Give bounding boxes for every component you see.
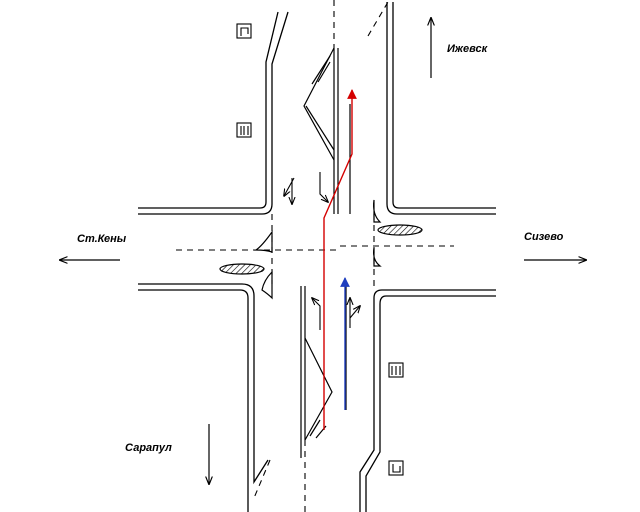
label-north: Ижевск bbox=[447, 43, 489, 55]
lane-signs bbox=[236, 23, 404, 476]
label-south: Сарапул bbox=[125, 442, 172, 454]
label-west: Ст.Кены bbox=[77, 233, 127, 245]
label-east: Сизево bbox=[524, 231, 564, 243]
hatched-islands bbox=[219, 224, 423, 275]
north-island bbox=[303, 47, 351, 214]
route-red bbox=[323, 89, 357, 430]
lane-arrow-icon bbox=[349, 306, 360, 319]
island-west bbox=[219, 263, 265, 275]
corner-islands bbox=[254, 199, 382, 300]
lane-direction-sign-icon bbox=[236, 23, 252, 39]
lane-arrows bbox=[284, 172, 360, 330]
lane-arrow-icon bbox=[312, 298, 321, 330]
lane-direction-sign-icon bbox=[388, 362, 404, 378]
lane-direction-sign-icon bbox=[236, 122, 252, 138]
lane-direction-sign-icon bbox=[388, 460, 404, 476]
lane-arrow-icon bbox=[319, 172, 328, 202]
island-east bbox=[377, 224, 423, 236]
lane-arrow-icon bbox=[284, 177, 295, 196]
direction-arrows bbox=[60, 18, 586, 484]
road-edges bbox=[138, 2, 496, 512]
dashed-markings bbox=[176, 0, 454, 512]
